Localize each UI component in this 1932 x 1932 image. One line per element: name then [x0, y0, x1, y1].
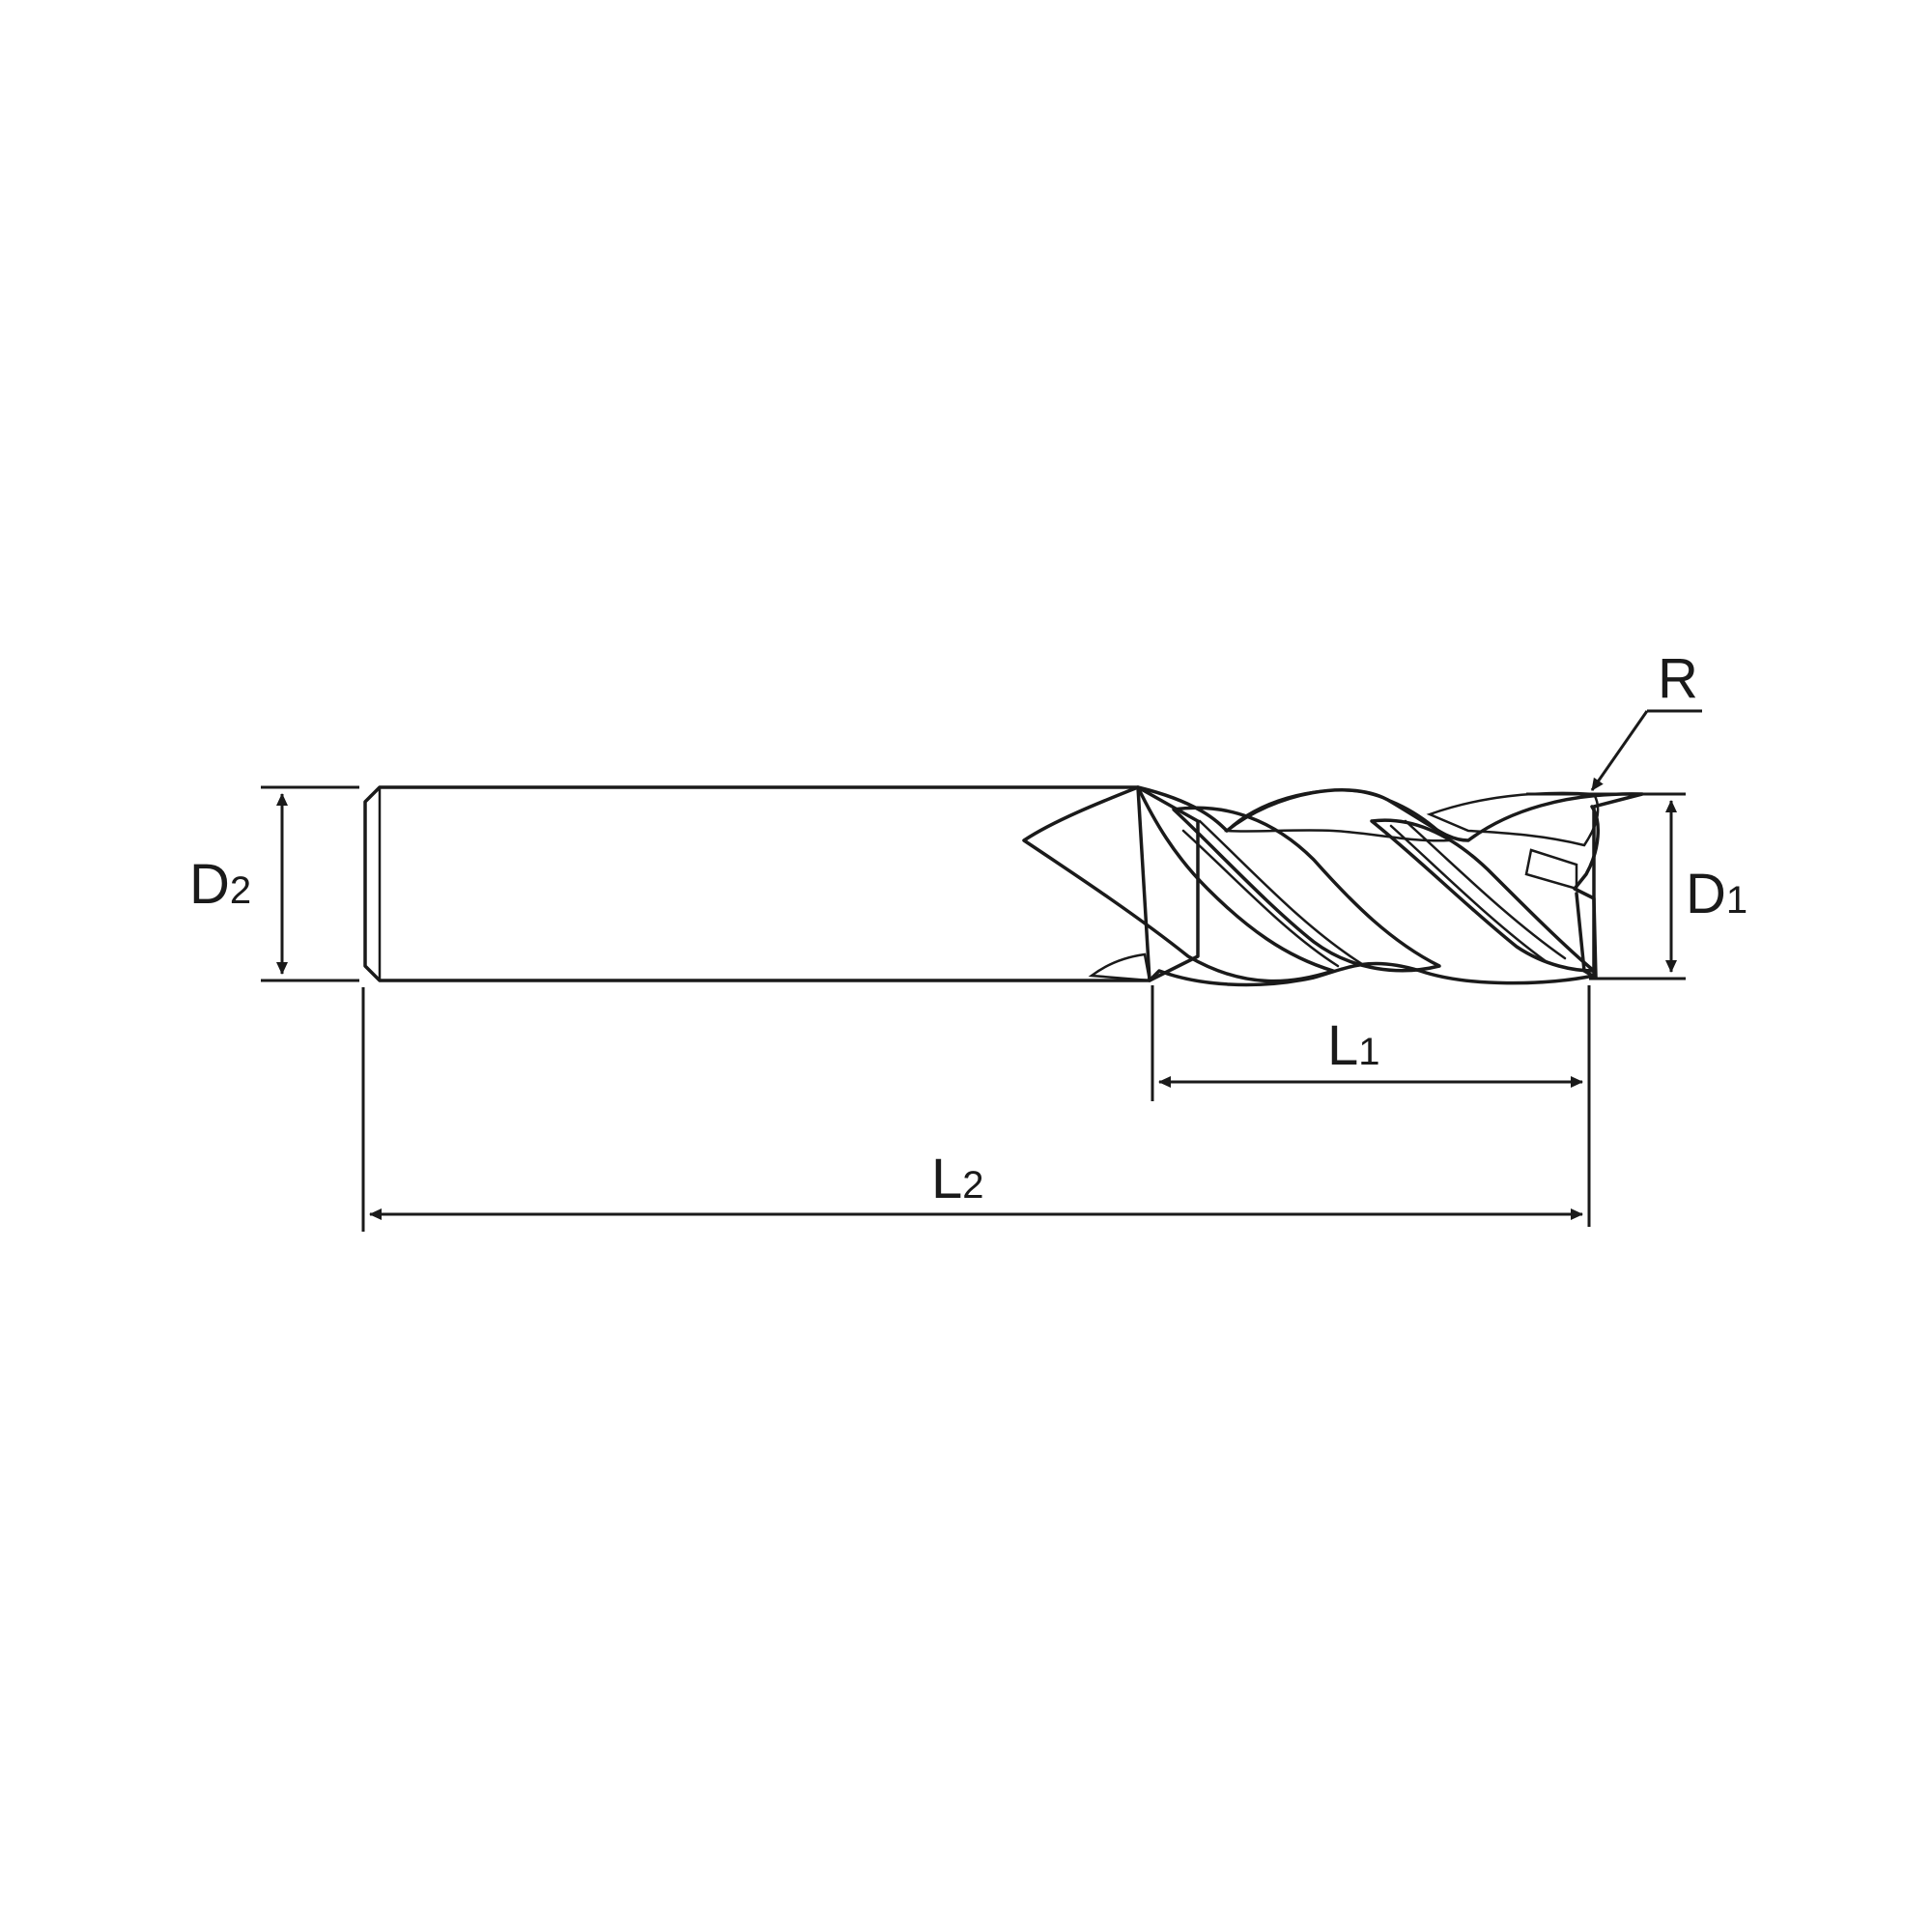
flute-lobe-upper	[1224, 788, 1452, 842]
l2-label: L2	[931, 1148, 984, 1210]
dimension-l2: L2	[361, 987, 1583, 1232]
shank	[363, 785, 1200, 982]
d2-label: D2	[189, 853, 251, 916]
helix-line-2	[1198, 819, 1364, 966]
dimension-d1: D1	[1526, 792, 1747, 980]
dimension-l1: L1	[1151, 985, 1591, 1227]
helix-line-4	[1404, 819, 1567, 960]
l1-label: L1	[1327, 1014, 1380, 1077]
cutting-edge-notch	[1524, 848, 1578, 891]
flute-runout	[1088, 952, 1151, 982]
helix-line-1	[1181, 829, 1340, 968]
cutting-end-face	[1573, 805, 1600, 980]
r-label: R	[1658, 647, 1698, 710]
flute-land-2	[1172, 806, 1441, 973]
dimension-d2: D2	[189, 785, 359, 982]
flute-land-3	[1370, 818, 1596, 973]
d1-label: D1	[1686, 863, 1747, 925]
end-mill-tool	[363, 785, 1644, 987]
dimension-r: R	[1590, 647, 1702, 791]
flute-land-1	[1022, 785, 1335, 983]
helix-line-3	[1389, 824, 1548, 963]
